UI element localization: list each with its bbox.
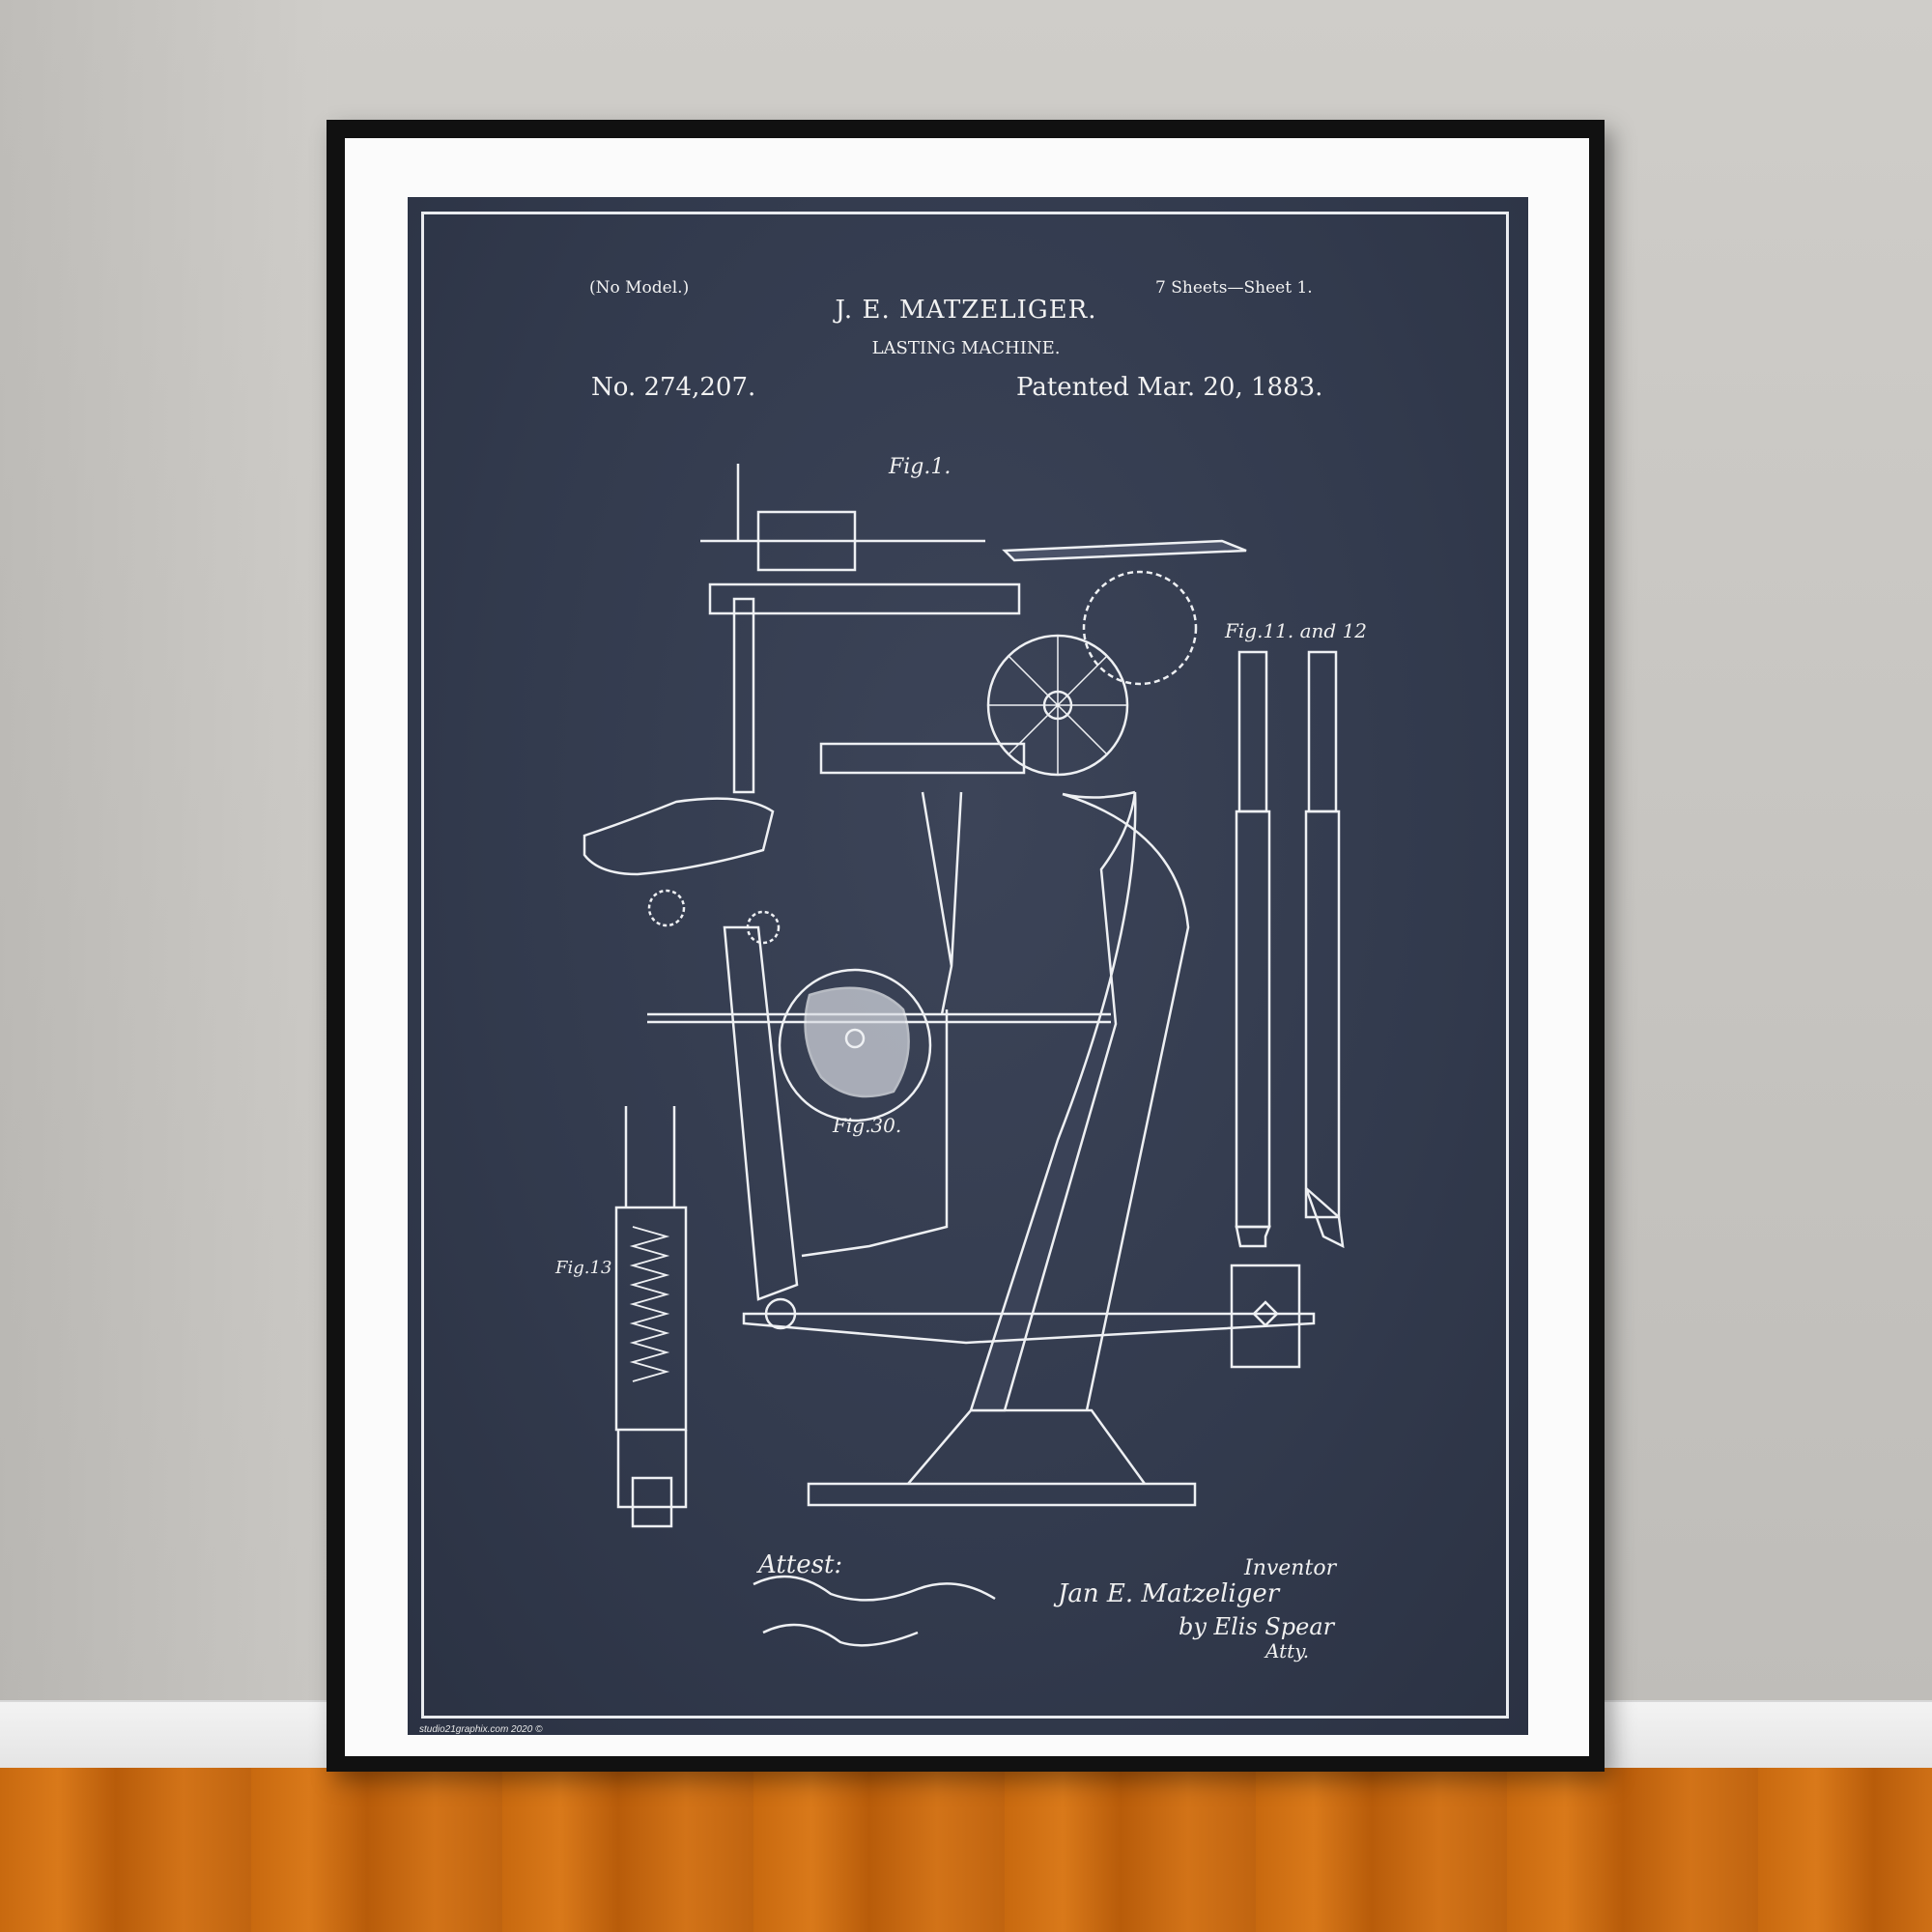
machine-base bbox=[807, 1482, 1197, 1507]
fig13-label: Fig.13 bbox=[554, 1258, 611, 1278]
poster-border bbox=[421, 212, 1509, 1719]
lever-block bbox=[756, 510, 857, 572]
patent-poster bbox=[408, 197, 1528, 1735]
fig12-body bbox=[1304, 810, 1341, 1219]
cam-hub bbox=[844, 1028, 866, 1049]
fig1-label: Fig.1. bbox=[888, 455, 951, 479]
fig11-tip bbox=[1235, 1225, 1271, 1248]
cam-profile bbox=[804, 986, 910, 1098]
fig12-rod bbox=[1307, 650, 1338, 813]
fig13-jaw bbox=[616, 1430, 688, 1528]
fig13-spring bbox=[629, 1226, 670, 1382]
rods bbox=[921, 791, 963, 1015]
beam-e bbox=[742, 1312, 1316, 1345]
gear-16 bbox=[746, 910, 781, 945]
credit-text: studio21graphix.com 2020 © bbox=[419, 1724, 543, 1735]
invention-title: LASTING MACHINE. bbox=[871, 338, 1061, 358]
fig11-body bbox=[1235, 810, 1271, 1229]
sheets-label: 7 Sheets—Sheet 1. bbox=[1155, 278, 1313, 298]
inventor-title: J. E. MATZELIGER. bbox=[835, 296, 1097, 325]
fig13-rods bbox=[624, 1106, 676, 1208]
gear-9 bbox=[647, 889, 686, 927]
gear-wheel bbox=[1082, 570, 1198, 686]
weight bbox=[1230, 1264, 1301, 1369]
weight-center bbox=[1252, 1300, 1279, 1327]
attest-label: Attest: bbox=[756, 1550, 842, 1579]
witness-signatures bbox=[753, 1575, 996, 1647]
inventor-label: Inventor bbox=[1243, 1556, 1338, 1580]
link-105 bbox=[801, 1009, 949, 1258]
inventor-signature: Jan E. Matzeliger bbox=[1053, 1579, 1281, 1608]
top-table bbox=[1002, 539, 1247, 562]
flywheel-spokes bbox=[988, 636, 1127, 775]
attorney-signature: by Elis Spear bbox=[1179, 1613, 1336, 1640]
wood-floor bbox=[0, 1768, 1932, 1932]
frame-arm bbox=[1062, 790, 1190, 1411]
frame-a bbox=[969, 791, 1137, 1412]
patent-number: No. 274,207. bbox=[591, 373, 756, 402]
fig12-tip bbox=[1304, 1187, 1345, 1249]
cam-disc bbox=[778, 968, 932, 1122]
vertical-post bbox=[732, 597, 755, 794]
lever-d bbox=[723, 925, 799, 1301]
fig11-label: Fig.11. and 12 bbox=[1224, 619, 1367, 642]
fig13-housing bbox=[614, 1206, 688, 1432]
top-rail bbox=[708, 582, 1021, 615]
fig30-label: Fig.30. bbox=[832, 1114, 901, 1137]
no-model-label: (No Model.) bbox=[589, 278, 690, 298]
atty-label: Atty. bbox=[1264, 1639, 1309, 1662]
patent-date: Patented Mar. 20, 1883. bbox=[1016, 373, 1323, 402]
lower-rail bbox=[819, 742, 1026, 775]
pedestal bbox=[907, 1408, 1147, 1485]
shoe-last bbox=[582, 797, 775, 876]
fig11-rod bbox=[1237, 650, 1268, 813]
wall bbox=[0, 0, 328, 1700]
